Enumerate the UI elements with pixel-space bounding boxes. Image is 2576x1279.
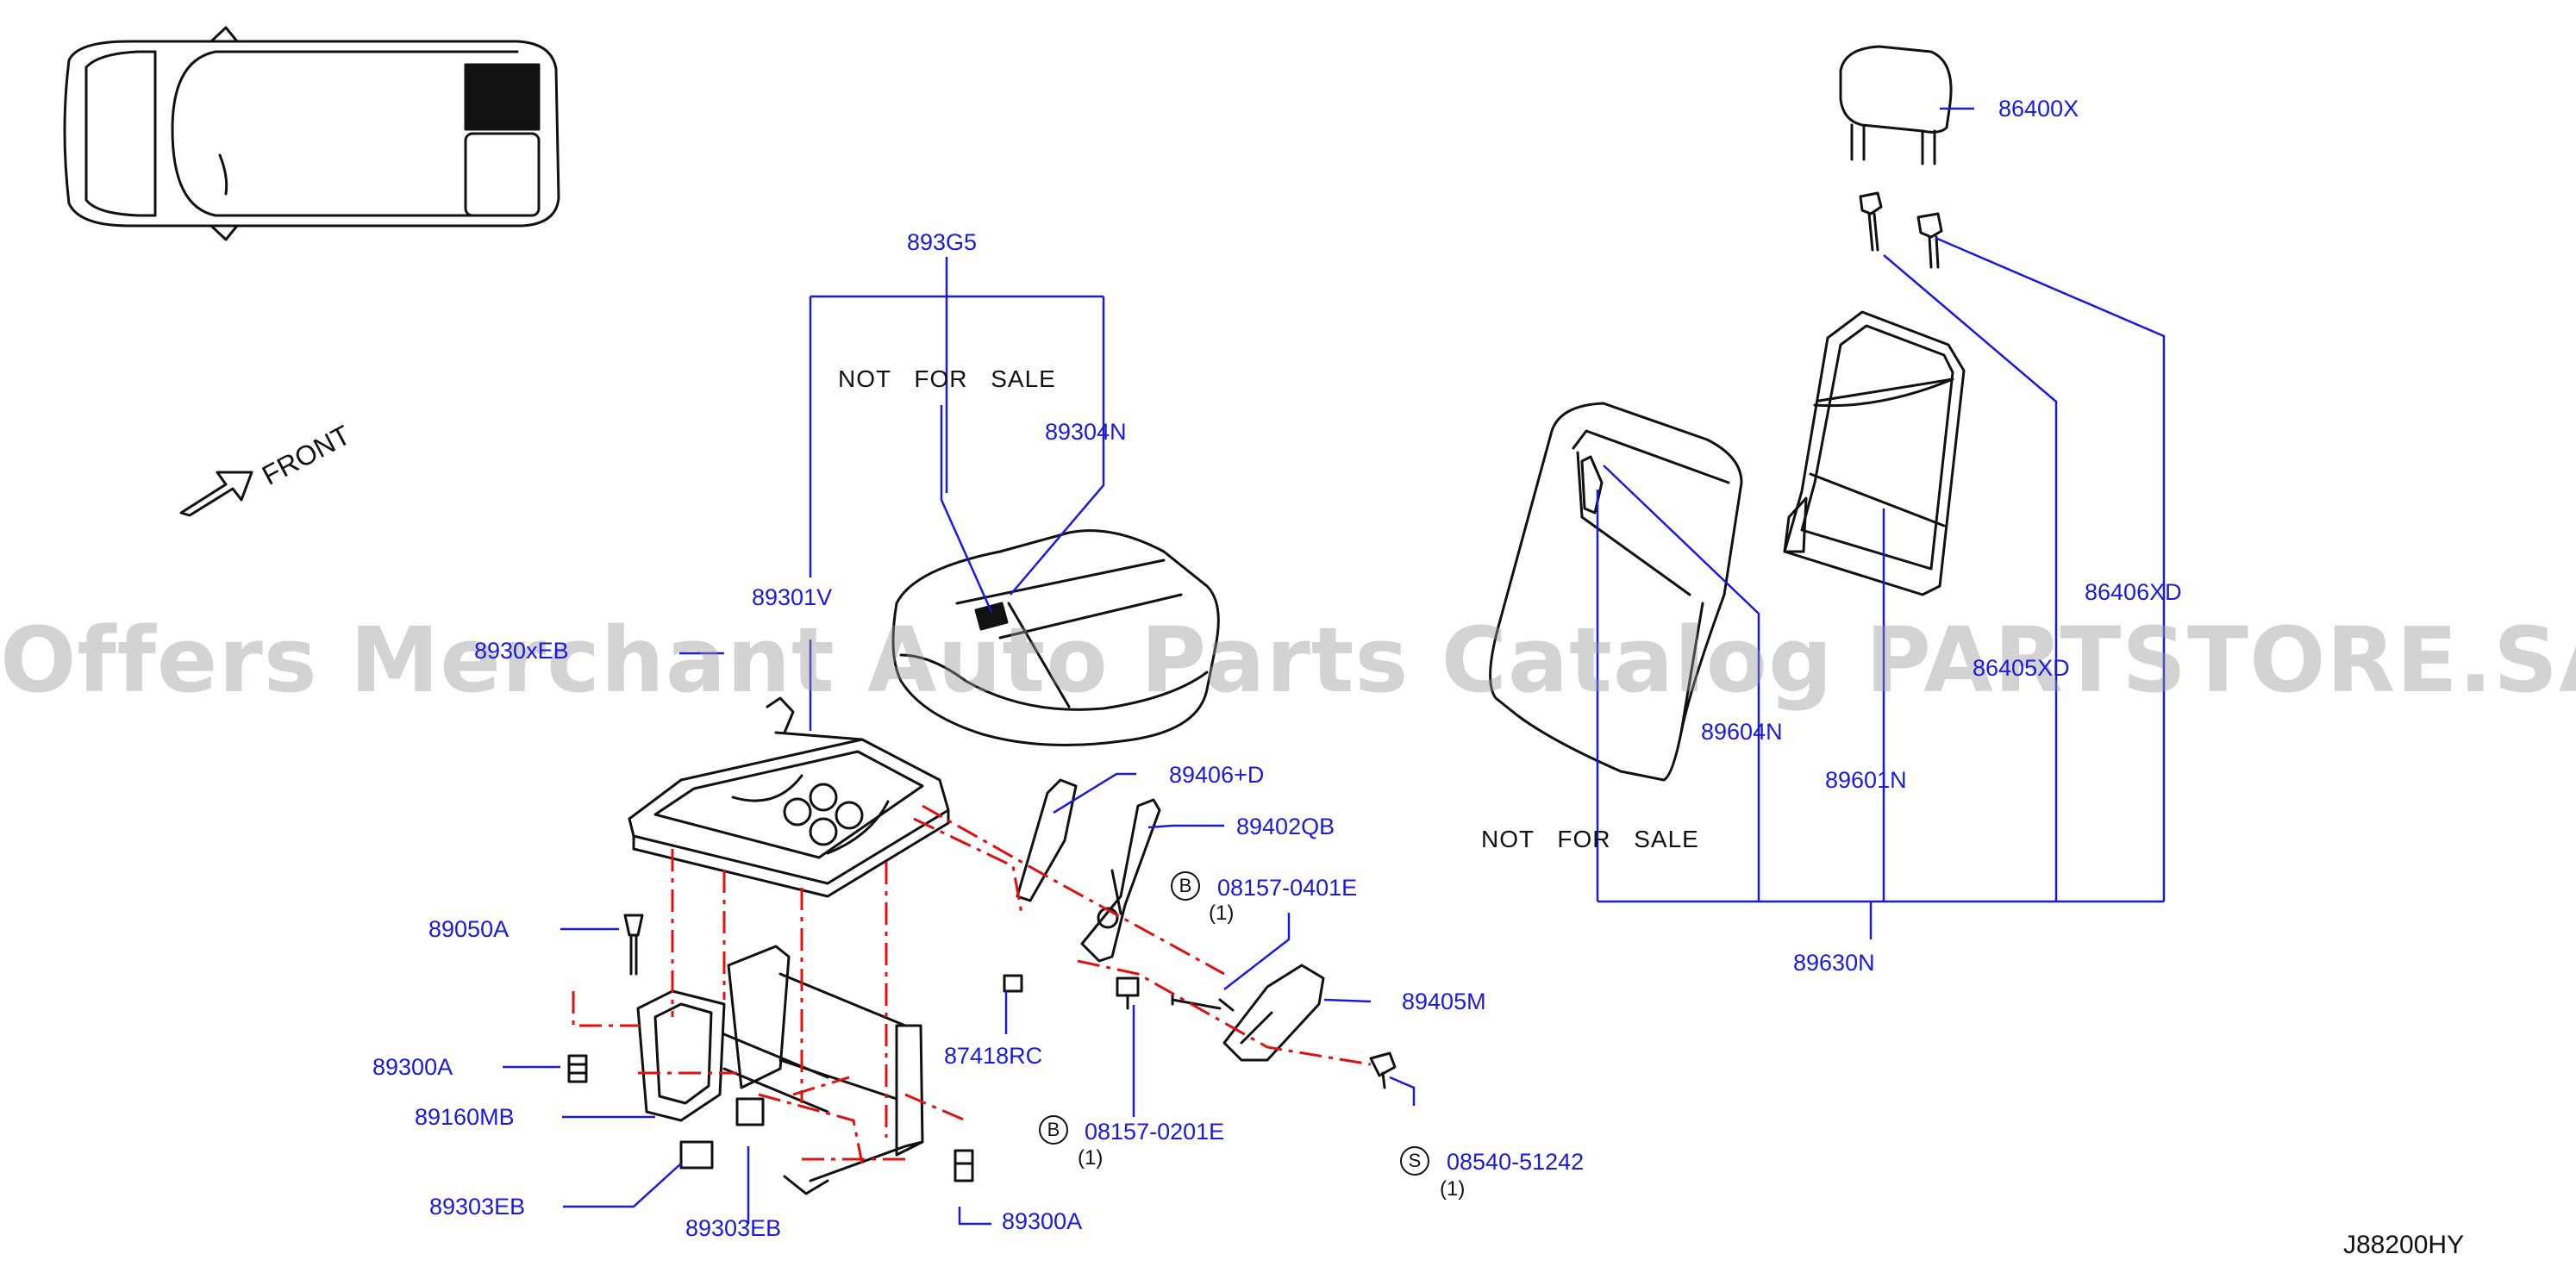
seatback-frame-image xyxy=(1783,310,1966,596)
assembly-lines xyxy=(572,804,1372,1164)
part-label-86400x[interactable]: 86400X xyxy=(1998,96,2079,122)
part-label-8930xeb[interactable]: 8930xEB xyxy=(474,638,569,664)
standard-bolt-symbol-b: B xyxy=(1039,1115,1068,1145)
part-label-89300a-bottom[interactable]: 89300A xyxy=(1002,1208,1083,1234)
part-label-89303eb-left[interactable]: 89303EB xyxy=(429,1194,526,1220)
part-label-89630n[interactable]: 89630N xyxy=(1793,950,1875,976)
part-label-89300a-left[interactable]: 89300A xyxy=(372,1054,453,1080)
leader-lines xyxy=(503,107,2166,1226)
part-label-89304n[interactable]: 89304N xyxy=(1045,419,1127,445)
standard-screw-symbol-s: S xyxy=(1400,1146,1429,1176)
part-label-89303eb-bottom[interactable]: 89303EB xyxy=(685,1215,782,1241)
headrest-image xyxy=(1839,45,1953,165)
part-label-89301v[interactable]: 89301V xyxy=(752,584,833,610)
part-label-893g5[interactable]: 893G5 xyxy=(907,229,978,255)
seatback-image xyxy=(1489,402,1743,782)
part-label-89050a[interactable]: 89050A xyxy=(428,916,510,942)
quantity-note: (1) xyxy=(1209,902,1235,925)
headrest-guide-icons xyxy=(1859,191,1943,269)
part-label-89604n[interactable]: 89604N xyxy=(1701,719,1783,745)
front-arrow-icon xyxy=(179,471,253,517)
quantity-note: (1) xyxy=(1440,1177,1466,1201)
part-label-08157-0401e[interactable]: 08157-0401E xyxy=(1217,875,1358,901)
seat-frame-image xyxy=(628,696,950,898)
not-for-sale-note-lower: NOT FOR SALE xyxy=(1481,826,1699,852)
seat-cushion-image xyxy=(891,529,1220,746)
vehicle-location-icon xyxy=(63,26,560,241)
not-for-sale-note-upper: NOT FOR SALE xyxy=(838,365,1056,392)
part-label-89160mb[interactable]: 89160MB xyxy=(415,1104,515,1130)
part-label-86405xd[interactable]: 86405XD xyxy=(1973,655,2070,681)
standard-bolt-symbol-b: B xyxy=(1171,871,1200,901)
part-label-08540-51242[interactable]: 08540-51242 xyxy=(1447,1149,1585,1175)
seat-base-image xyxy=(636,945,924,1195)
part-label-89405m[interactable]: 89405M xyxy=(1402,989,1486,1014)
quantity-note: (1) xyxy=(1078,1146,1104,1170)
part-label-87418rc[interactable]: 87418RC xyxy=(944,1043,1043,1069)
diagram-code: J88200HY xyxy=(2343,1231,2465,1259)
part-label-89601n[interactable]: 89601N xyxy=(1825,767,1907,793)
part-label-89402qb[interactable]: 89402QB xyxy=(1236,814,1335,839)
watermark-text: Offers Merchant Auto Parts Catalog PARTS… xyxy=(0,608,2576,713)
part-label-89406d[interactable]: 89406+D xyxy=(1169,762,1265,788)
bolt-icons xyxy=(567,914,1397,1182)
part-label-08157-0201e[interactable]: 08157-0201E xyxy=(1085,1119,1225,1145)
part-label-86406xd[interactable]: 86406XD xyxy=(2085,579,2182,605)
